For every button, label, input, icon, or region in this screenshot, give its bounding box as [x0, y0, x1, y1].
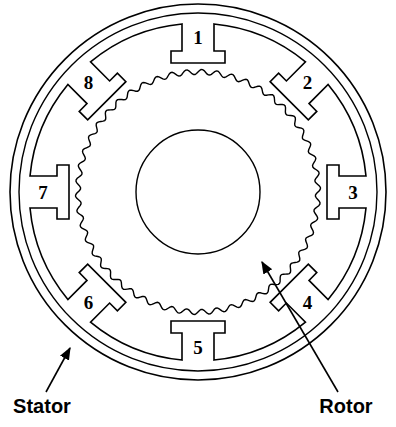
- pole-number: 7: [38, 183, 48, 202]
- pole-number: 3: [348, 183, 358, 202]
- leader-line: [46, 348, 70, 392]
- shaft-bore: [136, 130, 260, 254]
- part-label: Stator: [13, 396, 71, 416]
- stator-poles: [30, 24, 366, 360]
- part-label: Rotor: [319, 396, 372, 416]
- pole-number: 2: [303, 73, 313, 92]
- leader-line: [262, 262, 338, 392]
- pole-number: 4: [303, 292, 313, 311]
- pole-number: 5: [193, 338, 203, 357]
- pole-number: 1: [193, 28, 203, 47]
- rotor-teeth: [76, 70, 321, 315]
- pole-number: 6: [84, 292, 94, 311]
- pole-number: 8: [84, 73, 94, 92]
- stator-outer: [19, 13, 377, 371]
- housing-ring: [10, 4, 386, 380]
